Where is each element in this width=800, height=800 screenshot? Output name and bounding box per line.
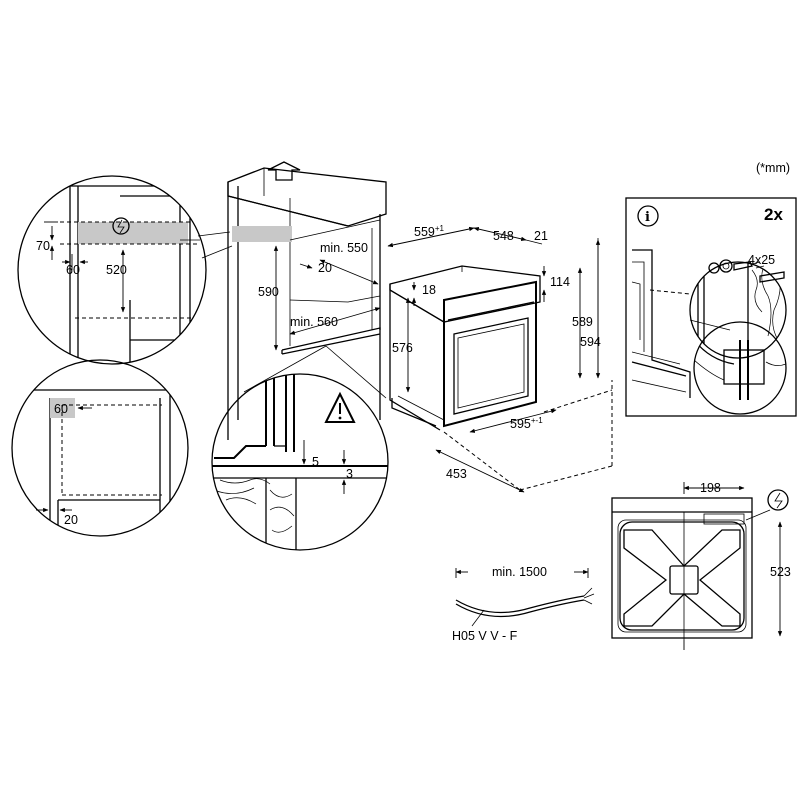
dim-589: 589 bbox=[572, 315, 593, 329]
detail-circle-top-vent: 70 60 520 bbox=[17, 175, 207, 365]
dim-594: 594 bbox=[580, 335, 601, 349]
dim-5: 5 bbox=[312, 455, 319, 469]
oven-body bbox=[389, 265, 541, 431]
screw-label: 4x25 bbox=[748, 253, 775, 267]
tall-cabinet bbox=[227, 161, 387, 440]
cable-type: H05 V V - F bbox=[452, 629, 518, 643]
dim-60-side: 60 bbox=[54, 402, 68, 416]
dim-20-side: 20 bbox=[64, 513, 78, 527]
dim-18: 18 bbox=[422, 283, 436, 297]
dim-3: 3 bbox=[346, 467, 353, 481]
dim-520: 520 bbox=[106, 263, 127, 277]
dim-453: 453 bbox=[446, 467, 467, 481]
dim-60-vent: 60 bbox=[66, 263, 80, 277]
info-icon: i bbox=[645, 210, 650, 225]
dim-114: 114 bbox=[550, 275, 570, 289]
oven-front-view bbox=[611, 489, 789, 650]
detail-circle-floor-gap: 5 3 bbox=[211, 373, 389, 551]
unit-note: (*mm) bbox=[756, 161, 790, 175]
info-panel: i 2x 4x25 bbox=[625, 197, 797, 417]
detail-circle-side-gap: 60 20 bbox=[11, 359, 189, 537]
dim-590: 590 bbox=[258, 285, 279, 299]
dim-70: 70 bbox=[36, 239, 50, 253]
multiplier-label: 2x bbox=[764, 205, 783, 224]
dim-595: 595+-1 bbox=[510, 416, 543, 431]
dim-523: 523 bbox=[770, 565, 791, 579]
dim-21: 21 bbox=[534, 229, 548, 243]
dim-20-cab: 20 bbox=[318, 261, 332, 275]
dim-559: 559+1 bbox=[414, 224, 445, 239]
dim-198: 198 bbox=[700, 481, 721, 495]
cable-length: min. 1500 bbox=[492, 565, 547, 579]
dim-548: 548 bbox=[493, 229, 514, 243]
power-cable: min. 1500 H05 V V - F bbox=[452, 565, 595, 643]
dim-576: 576 bbox=[392, 341, 413, 355]
dim-min-550: min. 550 bbox=[320, 241, 368, 255]
